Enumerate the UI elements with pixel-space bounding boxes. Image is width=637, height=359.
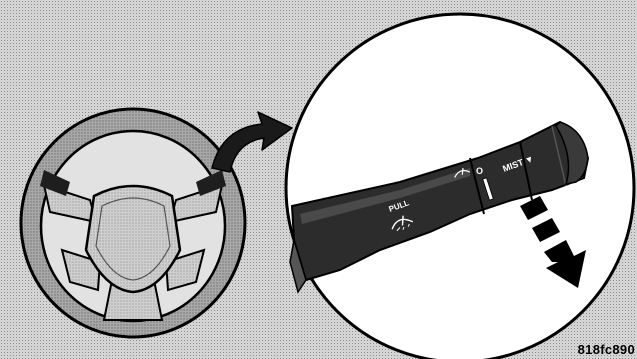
arrow-curved-icon bbox=[212, 112, 292, 172]
steering-wheel bbox=[21, 109, 245, 337]
figure-id: 818fc890 bbox=[578, 342, 635, 357]
off-label: O bbox=[476, 166, 483, 176]
